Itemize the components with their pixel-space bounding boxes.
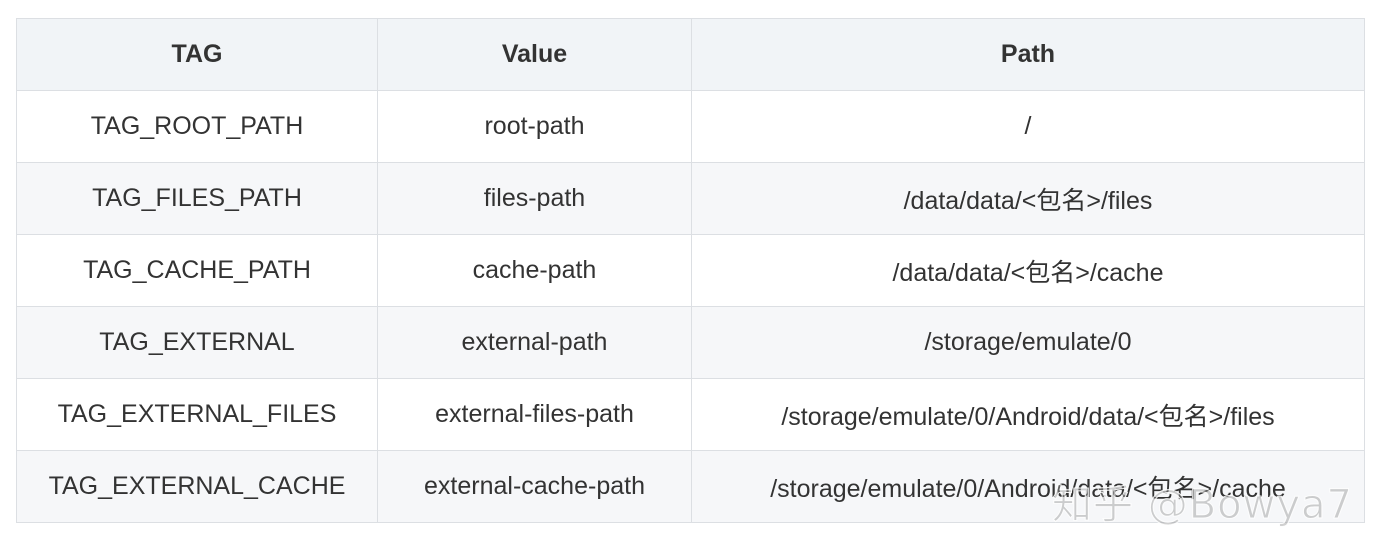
table-row: TAG_EXTERNAL external-path /storage/emul…: [16, 306, 1365, 379]
cell-path: /: [691, 90, 1365, 163]
cell-path: /storage/emulate/0/Android/data/<包名>/cac…: [691, 450, 1365, 523]
cell-tag: TAG_EXTERNAL_CACHE: [16, 450, 378, 523]
cell-value: cache-path: [377, 234, 692, 307]
file-path-table: TAG Value Path TAG_ROOT_PATH root-path /…: [16, 18, 1365, 523]
cell-tag: TAG_EXTERNAL: [16, 306, 378, 379]
cell-value: external-files-path: [377, 378, 692, 451]
cell-path: /data/data/<包名>/files: [691, 162, 1365, 235]
cell-value: external-cache-path: [377, 450, 692, 523]
cell-tag: TAG_ROOT_PATH: [16, 90, 378, 163]
cell-value: files-path: [377, 162, 692, 235]
table-header: TAG Value Path: [16, 18, 1365, 91]
cell-path: /data/data/<包名>/cache: [691, 234, 1365, 307]
cell-value: root-path: [377, 90, 692, 163]
cell-path: /storage/emulate/0/Android/data/<包名>/fil…: [691, 378, 1365, 451]
cell-tag: TAG_CACHE_PATH: [16, 234, 378, 307]
table-row: TAG_FILES_PATH files-path /data/data/<包名…: [16, 162, 1365, 235]
header-row: TAG Value Path: [16, 18, 1365, 91]
cell-tag: TAG_FILES_PATH: [16, 162, 378, 235]
cell-path: /storage/emulate/0: [691, 306, 1365, 379]
header-path: Path: [691, 18, 1365, 91]
header-tag: TAG: [16, 18, 378, 91]
file-path-table-container: TAG Value Path TAG_ROOT_PATH root-path /…: [16, 18, 1365, 523]
table-row: TAG_CACHE_PATH cache-path /data/data/<包名…: [16, 234, 1365, 307]
table-body: TAG_ROOT_PATH root-path / TAG_FILES_PATH…: [16, 90, 1365, 523]
header-value: Value: [377, 18, 692, 91]
table-row: TAG_EXTERNAL_FILES external-files-path /…: [16, 378, 1365, 451]
cell-tag: TAG_EXTERNAL_FILES: [16, 378, 378, 451]
table-row: TAG_ROOT_PATH root-path /: [16, 90, 1365, 163]
table-row: TAG_EXTERNAL_CACHE external-cache-path /…: [16, 450, 1365, 523]
cell-value: external-path: [377, 306, 692, 379]
